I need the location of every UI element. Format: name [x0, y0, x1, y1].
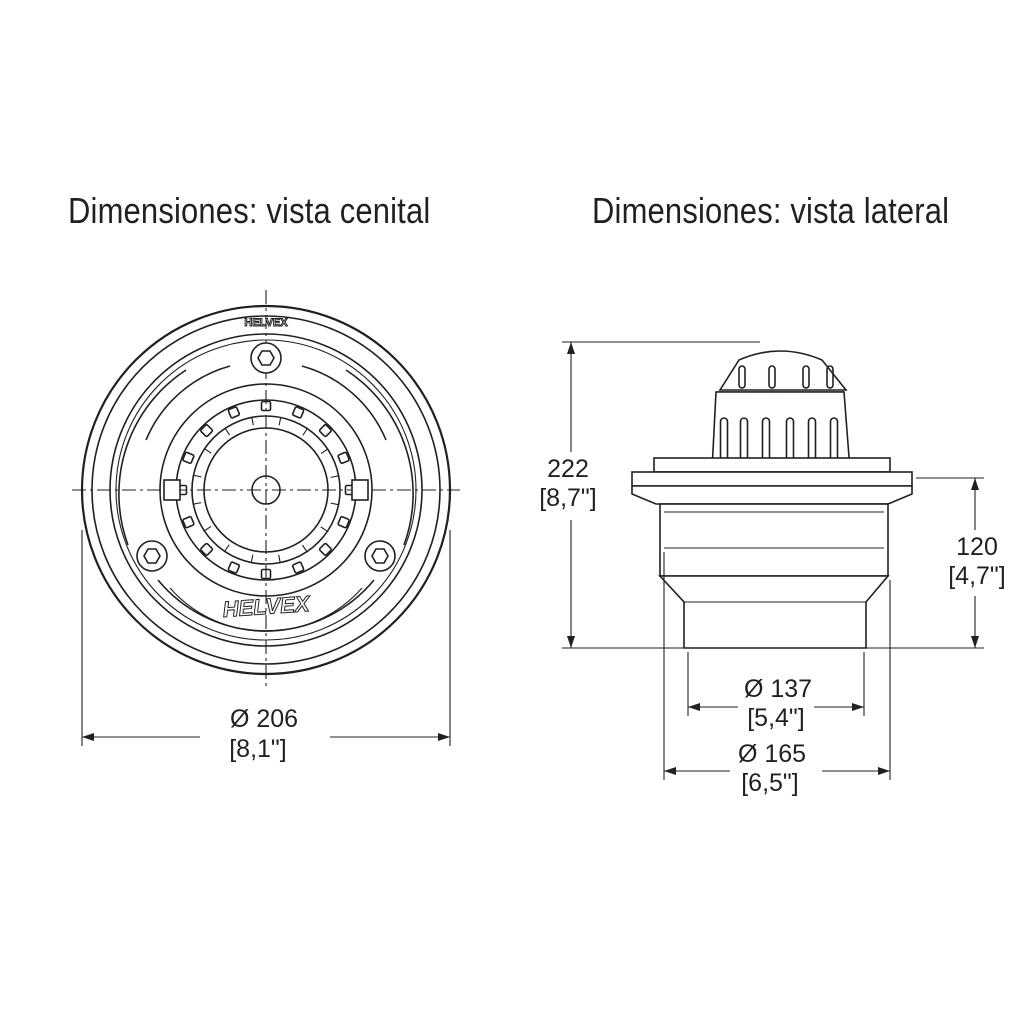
dome-upper-rib: [738, 365, 746, 389]
body-height-in: [4,7"]: [948, 562, 1006, 590]
flange-inner-ring: [91, 315, 441, 665]
lug-right: [351, 479, 369, 501]
top-view-drawing: HELVEX HELVEX Ø 206 [8,1"]: [72, 290, 460, 763]
dome-rib-line: [224, 544, 230, 552]
clamp-ring-inner: [115, 339, 417, 641]
flange-bottom: [631, 485, 913, 505]
dome-rib-line: [302, 428, 308, 436]
total-height-in: [8,7"]: [539, 484, 597, 512]
dome-slot: [260, 400, 272, 412]
dome-slot: [200, 542, 214, 556]
side-view-title: Dimensiones: vista lateral: [592, 190, 950, 231]
dome-slot: [260, 568, 272, 580]
dome-slot: [182, 451, 195, 465]
dome-upper-ribs: [738, 365, 834, 389]
dome-top: [718, 350, 848, 391]
top-view-title: Dimensiones: vista cenital: [68, 190, 431, 231]
total-height-mm: 222: [547, 455, 589, 483]
brand-logo-large: HELVEX: [222, 591, 312, 622]
bolt-right: [364, 540, 396, 572]
outlet-diameter-in: [5,4"]: [747, 704, 805, 732]
clamp-ring: [109, 333, 423, 647]
dome-slot: [200, 424, 214, 438]
drain-outlet-taper: [658, 575, 890, 649]
dome-rib-line: [204, 448, 212, 454]
dome-center-cap: [251, 475, 281, 505]
dome-slot: [227, 561, 241, 574]
outlet-diameter-mm: Ø 137: [744, 675, 812, 703]
body-height-mm: 120: [956, 533, 998, 561]
dome-upper-rib: [826, 365, 834, 389]
dome-slot: [291, 406, 305, 419]
body-diameter-in: [6,5"]: [741, 769, 799, 797]
dome-upper-rib: [768, 365, 776, 389]
dome-rib-line: [330, 502, 339, 506]
dome-slots: [176, 400, 356, 580]
lug-left: [163, 479, 181, 501]
clamp-arc-right: [345, 369, 414, 546]
side-view-drawing: 222 [8,7"] 120 [4,7"] Ø 137 [5,4"] Ø 165…: [539, 341, 1006, 797]
dome-slot: [182, 515, 195, 529]
bolt-top: [250, 342, 282, 374]
dome-rib-line: [224, 428, 230, 436]
top-diameter-mm: Ø 206: [230, 705, 298, 733]
dome-rib-line: [330, 475, 339, 478]
brand-logo-small: HELVEX: [244, 317, 288, 329]
dome-rib-line: [193, 502, 202, 505]
dome-slot: [291, 561, 305, 574]
clamp-arc-upper-right: [301, 365, 387, 441]
dome-slot: [318, 542, 332, 556]
body-diameter-mm: Ø 165: [738, 740, 806, 768]
dome-rib-line: [204, 526, 212, 532]
dome-rib-line: [302, 544, 308, 552]
clamp-arc-upper-left: [145, 365, 231, 441]
dome-rib-line: [320, 448, 328, 454]
dome-outer-ring: [159, 383, 373, 597]
dome-rib-line: [193, 474, 202, 478]
clamp-arc-left: [118, 369, 187, 546]
clamp-collar: [653, 457, 891, 473]
outer-flange-ring: [80, 304, 452, 676]
dome-inner-ring: [191, 415, 341, 565]
dome-slot: [337, 451, 350, 465]
top-diameter-in: [8,1"]: [229, 735, 287, 763]
dome-rib-line: [320, 526, 328, 532]
dome-slot: [318, 424, 332, 438]
dome-rib-line: [250, 554, 254, 563]
dome-upper-rib: [802, 365, 810, 389]
dome-slot: [337, 515, 350, 529]
bolt-left: [136, 540, 168, 572]
dome-top-ring: [203, 427, 329, 553]
dome-rib-line: [278, 554, 281, 563]
flange-top: [631, 471, 913, 487]
dome-rib-line: [278, 417, 282, 426]
drain-body: [659, 503, 889, 577]
dome-slot: [227, 406, 241, 419]
clamp-arc-bottom-inner: [169, 587, 363, 632]
dome-rib-line: [251, 417, 254, 426]
